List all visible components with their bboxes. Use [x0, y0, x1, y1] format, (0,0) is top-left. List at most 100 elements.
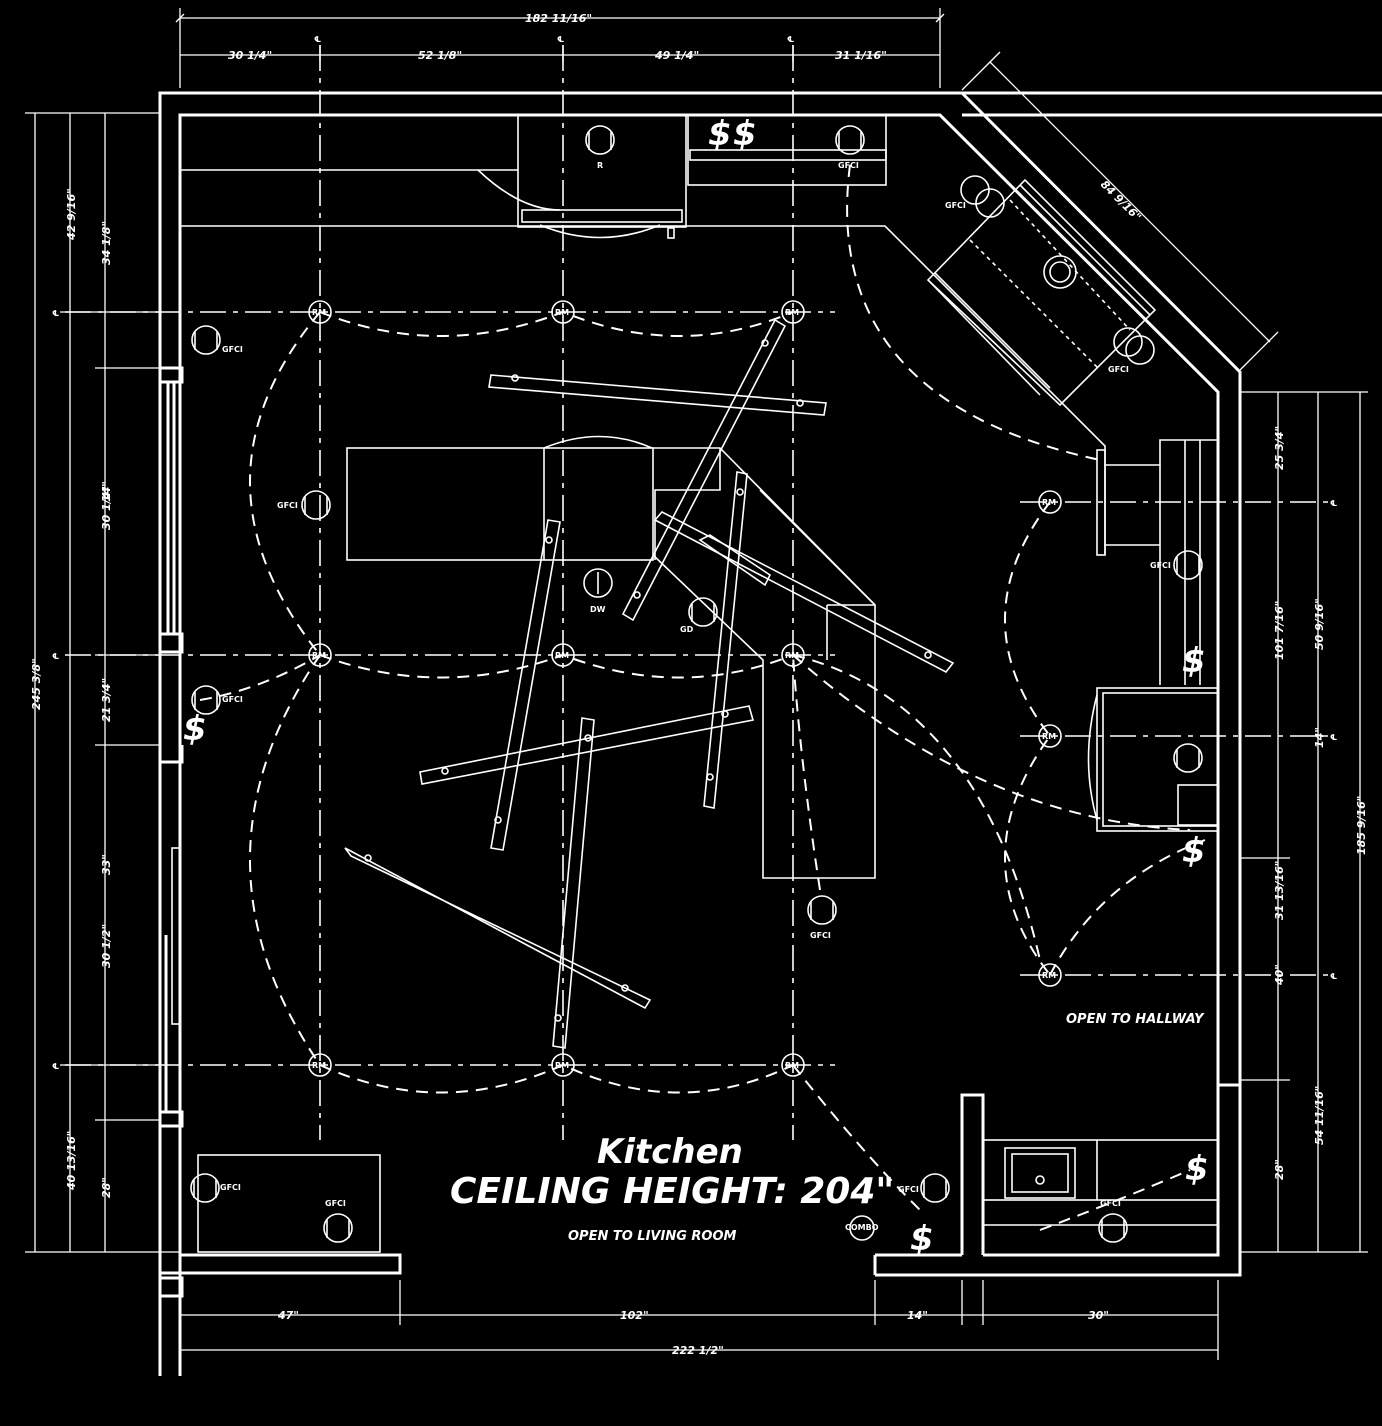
dim-left-b2: 14": [100, 481, 113, 502]
svg-text:GFCI: GFCI: [838, 161, 859, 170]
dim-left-b7: 28": [100, 1177, 113, 1198]
dim-right-a2: 101 7/16": [1273, 600, 1286, 660]
dim-left-b1: 34 1/8": [100, 221, 113, 265]
outlet-range: [1043, 255, 1077, 289]
switch-icon: $: [1182, 831, 1206, 871]
light-fixture: RM: [551, 1053, 575, 1077]
center-lines: ℄ ℄ ℄ ℄ ℄ ℄ ℄ ℄ ℄: [52, 35, 1337, 1140]
cl-mark: ℄: [52, 652, 59, 661]
dim-right-overall: 185 9/16": [1355, 795, 1368, 855]
outlets: GFCI GFCI DW GD GFCI GFCI GFCI GFCI GFCI…: [190, 125, 1203, 1243]
light-fixture: RM: [781, 300, 805, 324]
room-labels: Kitchen CEILING HEIGHT: 204" OPEN TO LIV…: [450, 1012, 1205, 1244]
outlet-gfci: GFCI: [1108, 327, 1155, 374]
dim-right-a5: 28": [1273, 1159, 1286, 1180]
dim-bottom-overall: 222 1/2": [672, 1344, 724, 1357]
svg-text:RM: RM: [785, 1061, 799, 1070]
light-fixture: RM: [551, 300, 575, 324]
walls: [158, 91, 1382, 1376]
dim-bottom-3: 14": [907, 1309, 928, 1322]
svg-text:GFCI: GFCI: [222, 345, 243, 354]
outlet-combo: COMBO: [845, 1215, 879, 1241]
svg-text:GFCI: GFCI: [945, 201, 966, 210]
dimension-lines: [25, 8, 1368, 1360]
cl-mark: ℄: [557, 35, 564, 44]
svg-text:GFCI: GFCI: [325, 1199, 346, 1208]
cl-mark: ℄: [1330, 972, 1337, 981]
light-fixture: RM: [781, 643, 805, 667]
svg-text:R: R: [597, 161, 603, 170]
svg-text:GFCI: GFCI: [222, 695, 243, 704]
dim-bottom-1: 47": [277, 1309, 299, 1322]
svg-text:RM: RM: [555, 1061, 569, 1070]
outlet-gfci: GFCI: [1098, 1199, 1128, 1243]
svg-text:COMBO: COMBO: [845, 1223, 879, 1232]
svg-text:RM: RM: [1042, 971, 1056, 980]
room-name: Kitchen: [597, 1132, 743, 1172]
dim-left-overall: 245 3/8": [30, 658, 43, 710]
cl-mark: ℄: [787, 35, 794, 44]
cl-mark: ℄: [52, 1062, 59, 1071]
dim-left-b6: 30 1/2": [100, 924, 113, 968]
switch-icon: $: [1185, 1149, 1209, 1189]
light-fixture: RM: [1038, 490, 1062, 514]
svg-text:GFCI: GFCI: [1100, 1199, 1121, 1208]
open-to-hallway: OPEN TO HALLWAY: [1066, 1012, 1205, 1027]
svg-text:RM: RM: [555, 308, 569, 317]
light-fixture: RM: [781, 1053, 805, 1077]
svg-text:RM: RM: [312, 1061, 326, 1070]
light-fixture: RM: [308, 1053, 332, 1077]
svg-text:GFCI: GFCI: [810, 931, 831, 940]
outlet-gfci: GFCI: [835, 125, 865, 170]
svg-text:GFCI: GFCI: [1150, 561, 1171, 570]
dim-top-overall: 182 11/16": [525, 12, 592, 25]
svg-text:RM: RM: [312, 308, 326, 317]
open-to-living-room: OPEN TO LIVING ROOM: [568, 1229, 737, 1244]
dim-right-b2: 14": [1313, 727, 1326, 748]
switch-icon: $: [1182, 641, 1206, 681]
dim-right-a4: 40": [1273, 964, 1286, 986]
switch-icon: $: [708, 114, 732, 154]
light-fixture: RM: [308, 300, 332, 324]
svg-text:GFCI: GFCI: [277, 501, 298, 510]
svg-text:GFCI: GFCI: [220, 1183, 241, 1192]
dim-top-2: 52 1/8": [418, 49, 462, 62]
outlet-gfci: GFCI: [277, 490, 331, 520]
cabinets: [180, 114, 1219, 1253]
dim-bottom-4: 30": [1088, 1309, 1109, 1322]
dim-top-4: 31 1/16": [835, 49, 887, 62]
cl-mark: ℄: [1330, 499, 1337, 508]
dim-right-a3: 31 13/16": [1273, 860, 1286, 920]
light-fixture: RM: [551, 643, 575, 667]
recessed-lights: RM RM RM RM RM RM RM RM RM RM RM RM: [308, 300, 1062, 1077]
ceiling-height: CEILING HEIGHT: 204": [450, 1171, 894, 1212]
cl-mark: ℄: [52, 309, 59, 318]
outlet-gfci: [1173, 743, 1203, 773]
outlet-gfci: GFCI: [323, 1199, 353, 1243]
svg-text:GFCI: GFCI: [898, 1185, 919, 1194]
switch-icon: $: [910, 1219, 934, 1259]
light-fixture: RM: [1038, 724, 1062, 748]
outlet-gfci: GFCI: [191, 685, 243, 715]
dim-right-b3: 54 11/16": [1313, 1085, 1326, 1145]
dim-right-a1: 25 3/4": [1273, 426, 1286, 470]
switch-icon: $: [183, 709, 207, 749]
svg-text:RM: RM: [785, 651, 799, 660]
dim-left-b3: 30 1/4": [100, 486, 113, 530]
dim-top-3: 49 1/4": [654, 49, 699, 62]
lighting-wiring: [199, 164, 1206, 1231]
outlet-gfci: GFCI: [945, 175, 1005, 218]
svg-text:RM: RM: [555, 651, 569, 660]
svg-text:DW: DW: [590, 605, 606, 614]
dim-left-b5: 33": [100, 854, 113, 875]
outlet-gfci: GFCI: [898, 1173, 950, 1203]
outlet-dw: DW: [583, 568, 613, 614]
dim-left-a3: 40 13/16": [65, 1130, 78, 1191]
outlet-gfci: GFCI: [1150, 550, 1203, 580]
svg-text:RM: RM: [312, 651, 326, 660]
light-fixture: RM: [1038, 963, 1062, 987]
dim-bottom-2: 102": [620, 1309, 649, 1322]
dim-left-b4: 21 3/4": [100, 678, 113, 722]
outlet-gfci: GFCI: [190, 1173, 241, 1203]
